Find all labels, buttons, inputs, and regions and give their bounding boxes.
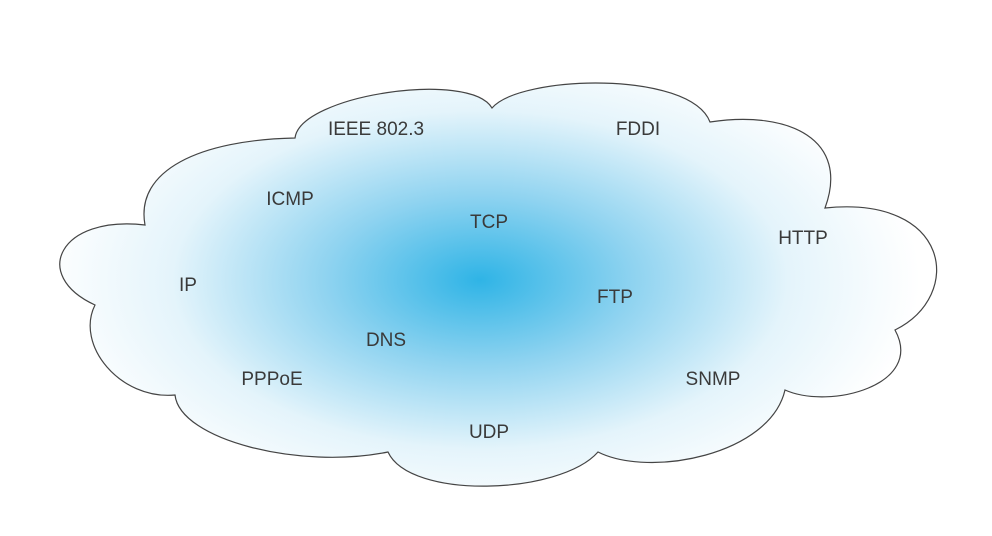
label-http: HTTP bbox=[778, 228, 828, 249]
protocol-labels: IEEE 802.3 FDDI ICMP TCP HTTP IP FTP DNS… bbox=[179, 119, 828, 443]
label-udp: UDP bbox=[469, 422, 509, 443]
label-ieee-802-3: IEEE 802.3 bbox=[328, 119, 424, 140]
label-icmp: ICMP bbox=[266, 189, 314, 210]
label-ftp: FTP bbox=[597, 287, 633, 308]
label-pppoe: PPPoE bbox=[241, 369, 302, 390]
label-fddi: FDDI bbox=[616, 119, 660, 140]
label-ip: IP bbox=[179, 275, 197, 296]
cloud-shape bbox=[59, 82, 938, 487]
label-dns: DNS bbox=[366, 330, 406, 351]
label-snmp: SNMP bbox=[686, 369, 741, 390]
label-tcp: TCP bbox=[470, 212, 508, 233]
